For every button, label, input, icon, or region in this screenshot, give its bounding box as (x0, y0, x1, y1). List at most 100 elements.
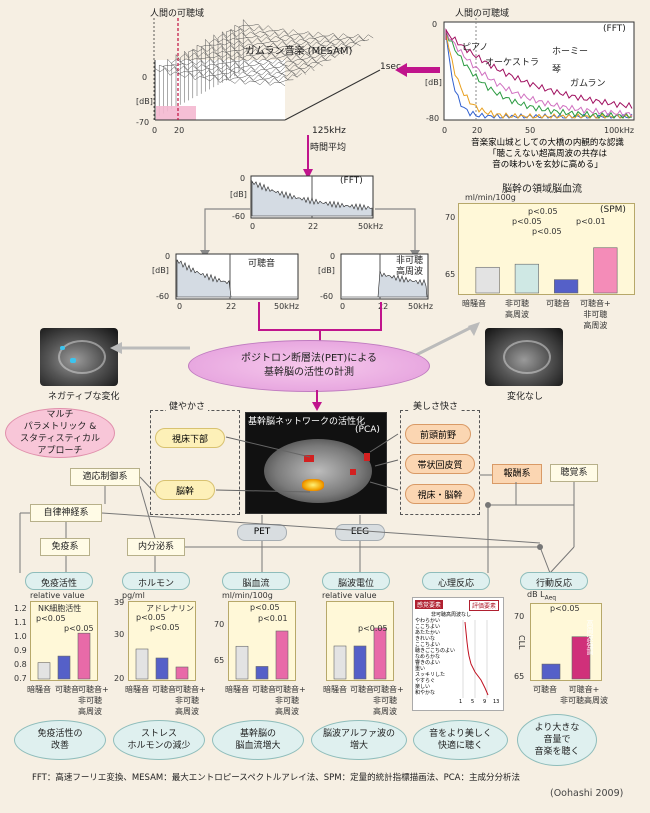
mesam-line (242, 18, 374, 72)
tab-immune: 免疫活性 (25, 572, 93, 590)
mesam-line (188, 49, 319, 101)
split-a-y60: -60 (156, 292, 170, 301)
mesam-panel (120, 10, 400, 140)
behavior-cat0: 可聴音 (533, 685, 557, 694)
fft-compare-x20: 20 (472, 126, 483, 135)
q-curve (462, 620, 489, 698)
mesam-line (226, 30, 357, 81)
split-audible-label: 可聴音 (248, 259, 276, 269)
blood-p0: p<0.05 (250, 603, 280, 612)
label-koto: 琴 (552, 65, 562, 75)
mesam-line (213, 34, 344, 88)
mesam-line (179, 53, 311, 105)
questionnaire-row: 重い (415, 666, 426, 672)
fft-mid-y60: -60 (232, 212, 246, 221)
q-scale-9: 9 (483, 699, 487, 705)
activation-title: 基幹脳ネットワークの活性化 (248, 417, 366, 427)
split-inaudible-label: 非可聴 高周波 (396, 256, 424, 278)
bar-0 (475, 266, 500, 294)
tab-psych: 心理反応 (422, 572, 490, 590)
brain-nochange-image (485, 328, 563, 386)
q-right-head: 評価要素 (469, 600, 500, 611)
questionnaire-row: ここちよい (415, 642, 441, 648)
pet-label-box: PET (237, 524, 287, 541)
label-piano: ピアノ (462, 43, 489, 53)
fft-mid-db: [dB] (230, 190, 247, 199)
behavior-chart (541, 636, 591, 680)
multi-parametric-pill: マルチ パラメトリック & スタティスティカル アプローチ (5, 408, 115, 458)
blood-unit: ml/min/100g (222, 591, 273, 600)
rcbf-chart (475, 247, 618, 294)
q-scale-13: 13 (493, 699, 500, 705)
adaptive-control-box: 適応制御系 (70, 468, 140, 486)
prefrontal-pill: 前頭前野 (405, 424, 471, 444)
mesam-line (192, 48, 323, 99)
result-alpha: 脳波アルファ波の 増大 (311, 720, 407, 760)
mesam-line (200, 45, 332, 94)
tab-eeg: 脳波電位 (322, 572, 390, 590)
tab-blood-flow: 脳血流 (222, 572, 290, 590)
bar-1 (353, 645, 367, 680)
split-a-x50: 50kHz (274, 302, 300, 311)
fft-compare-y0: 0 (432, 20, 438, 29)
beauty-label: 美しさ快さ (410, 399, 462, 412)
hormone-p0: p<0.05 (136, 613, 166, 622)
mesam-line (154, 68, 286, 118)
thalamus-brainstem-pill: 視床・脳幹 (405, 484, 475, 504)
hormone-unit: pg/ml (122, 591, 145, 600)
fft-compare-x50: 50 (525, 126, 536, 135)
blood-cat1: 可聴音 (252, 685, 276, 694)
fft-compare-y80: -80 (426, 114, 440, 123)
hormone-y20: 20 (114, 674, 125, 683)
eeg-cat2: 可聴音+ 非可聴 高周波 (373, 685, 404, 716)
immune-cat2: 可聴音+ 非可聴 高周波 (78, 685, 109, 716)
questionnaire-row: スッキリした (415, 672, 446, 678)
brain-activation-image (245, 412, 387, 514)
bar-0 (333, 645, 347, 680)
behavior-ylabel: CLL (517, 635, 526, 650)
bar-0 (135, 648, 149, 680)
negative-change-label: ネガティブな変化 (48, 392, 120, 402)
brainstem-pill: 脳幹 (155, 480, 215, 500)
mesam-line (230, 28, 361, 79)
brain-negative-image (40, 328, 118, 386)
result-stress: ストレス ホルモンの減少 (113, 720, 205, 760)
questionnaire-row: やすらぐ (415, 678, 436, 684)
mesam-line (184, 50, 315, 103)
fft-mid-y0: 0 (240, 174, 246, 183)
hormone-p1: p<0.05 (150, 623, 180, 632)
bar-1 (255, 666, 269, 680)
questionnaire-row: きれいな (415, 636, 436, 642)
eeg-chart (333, 627, 387, 680)
rcbf-y70: 70 (445, 213, 456, 222)
audible-range-label: 人間の可聴域 (150, 9, 205, 19)
footer-credit: (Oohashi 2009) (550, 788, 624, 799)
hormone-chart (135, 648, 189, 680)
questionnaire-row: やわらかい (415, 618, 441, 624)
rcbf-y65: 65 (445, 270, 456, 279)
q-scale-1: 1 (459, 699, 463, 705)
immune-y09: 0.9 (14, 646, 27, 655)
immune-title: NK細胞活性 (38, 604, 82, 613)
fft-compare-fft: (FFT) (603, 24, 626, 34)
immune-y12: 1.2 (14, 604, 27, 613)
eeg-label-box: EEG (335, 524, 385, 541)
fft-series-4 (445, 28, 633, 109)
mesam-line (205, 38, 336, 92)
activation-pca: (PCA) (355, 425, 380, 435)
behavior-p0: p<0.05 (550, 604, 580, 613)
one-sec-label: 1sec (380, 62, 401, 72)
bar-1 (514, 263, 539, 294)
eeg-cat1: 可聴音 (350, 685, 374, 694)
mesam-line (238, 24, 370, 74)
immune-p1: p<0.05 (64, 624, 94, 633)
fft-series-2 (445, 30, 633, 119)
mesam-line (234, 24, 365, 77)
time-avg-label: 時間平均 (310, 143, 347, 153)
rcbf-cat-2: 可聴音 (546, 299, 570, 308)
split-b-x50: 50kHz (408, 302, 434, 311)
hormone-title: アドレナリン (146, 604, 194, 613)
pet-measure-pill: ポジトロン断層法(PET)による 基幹脳の活性の計測 (188, 340, 430, 392)
fft-compare-plot (443, 18, 635, 121)
split-a-x0: 0 (177, 302, 183, 311)
